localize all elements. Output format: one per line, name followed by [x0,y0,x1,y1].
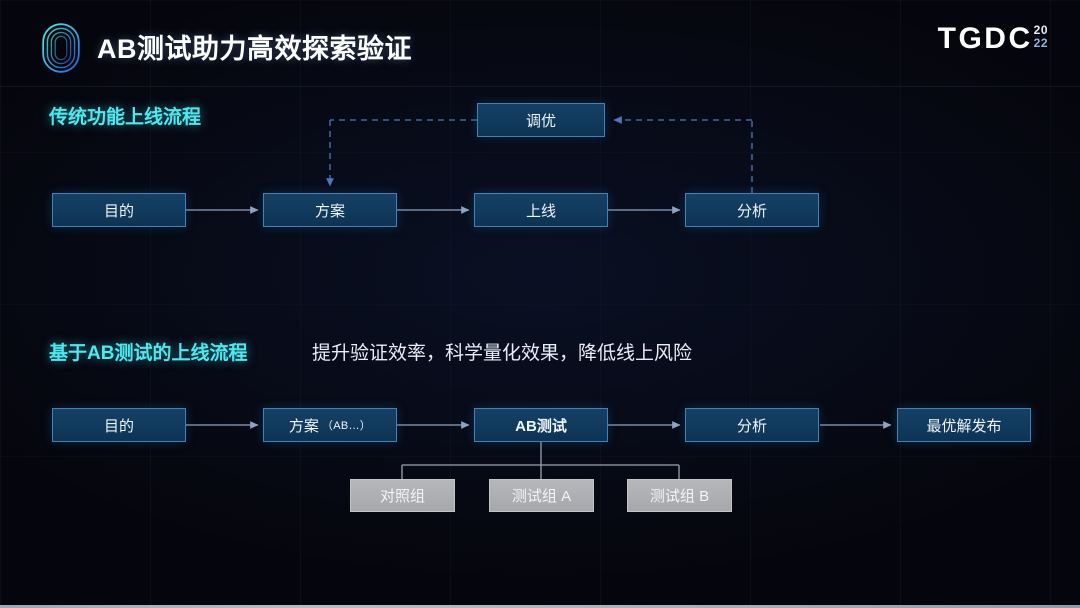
node-label: 对照组 [379,488,425,505]
node-label: 上线 [525,202,556,220]
capsule-rings-logo-icon [42,23,80,73]
node-ab-3[interactable]: 分析 [685,408,819,442]
page-title: AB测试助力高效探索验证 [97,34,412,64]
brand-year: 20 22 [1034,24,1048,50]
section-title-ab: 基于AB测试的上线流程 [49,343,248,364]
node-group-control[interactable]: 对照组 [350,479,455,512]
node-ab-1[interactable]: 方案 （AB…） [263,408,397,442]
node-label: 测试组 A [511,488,572,505]
bottom-edge-bar [0,605,1080,608]
node-label-note: （AB…） [321,420,372,432]
node-traditional-3[interactable]: 分析 [685,193,819,227]
brand-year-bottom: 22 [1033,35,1048,50]
node-label: 目的 [103,417,134,435]
brand-year-top: 20 [1033,23,1048,37]
header-divider [0,86,1080,87]
node-traditional-feedback[interactable]: 调优 [477,103,605,137]
node-traditional-0[interactable]: 目的 [52,193,186,227]
node-label: 方案 [288,417,319,435]
node-group-test-a[interactable]: 测试组 A [489,479,594,512]
brand-name: TGDC [937,22,1033,55]
section-title-traditional: 传统功能上线流程 [49,107,202,128]
node-label: 分析 [736,202,767,220]
brand-logo: TGDC 20 22 [938,24,1048,54]
node-label: 最优解发布 [926,417,1002,435]
node-group-test-b[interactable]: 测试组 B [627,479,732,512]
node-label: 方案 [314,202,345,220]
node-traditional-2[interactable]: 上线 [474,193,608,227]
node-label: 调优 [525,112,556,130]
node-ab-2[interactable]: AB测试 [474,408,608,442]
node-ab-4[interactable]: 最优解发布 [897,408,1031,442]
node-label: 目的 [103,202,134,220]
node-ab-0[interactable]: 目的 [52,408,186,442]
section-subtitle-ab: 提升验证效率，科学量化效果，降低线上风险 [312,343,693,364]
node-traditional-1[interactable]: 方案 [263,193,397,227]
node-label: AB测试 [515,417,567,435]
slide-header: AB测试助力高效探索验证 TGDC 20 22 [0,0,1080,86]
node-label: 测试组 B [649,488,710,505]
node-label: 分析 [736,417,767,435]
